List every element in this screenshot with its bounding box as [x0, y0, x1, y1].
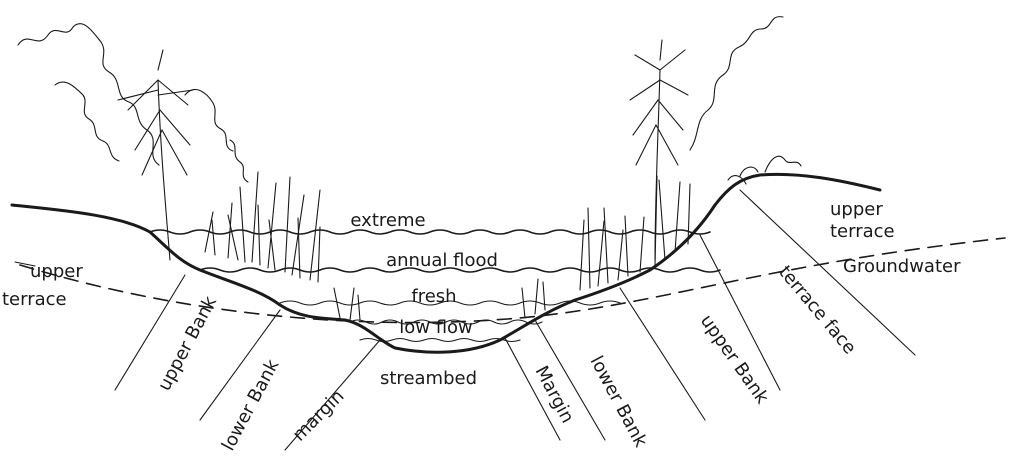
upper-terrace-left-label: upper terrace — [2, 261, 88, 310]
upper-terrace-right-text-line2: terrace — [830, 221, 895, 242]
extreme-label: extreme — [350, 210, 425, 231]
margin-left-label: margin — [289, 386, 349, 446]
left-reeds — [205, 172, 360, 320]
right-reeds — [522, 176, 690, 318]
margin-right-label: Margin — [531, 362, 578, 426]
upper-bank-left-label: upper Bank — [154, 292, 221, 394]
annual-flood-label: annual flood — [386, 250, 498, 271]
streambed-label: streambed — [380, 368, 477, 389]
low-flow-label: low flow — [399, 317, 473, 338]
lower-bank-left-label: lower Bank — [218, 356, 284, 455]
upper-bank-right-leader — [620, 288, 705, 420]
groundwater-label: Groundwater — [843, 256, 961, 277]
upper-terrace-left-text: upper — [30, 261, 83, 282]
lower-bank-right-label: lower Bank — [586, 352, 652, 451]
upper-terrace-right-text: upper — [830, 199, 883, 220]
upper-terrace-left-text-line2: terrace — [2, 289, 67, 310]
upper-terrace-right-label: upper terrace — [830, 199, 895, 242]
groundwater-dashed-line — [20, 238, 1005, 323]
fresh-label: fresh — [411, 286, 456, 307]
upper-bank-right-label: upper Bank — [696, 311, 773, 408]
